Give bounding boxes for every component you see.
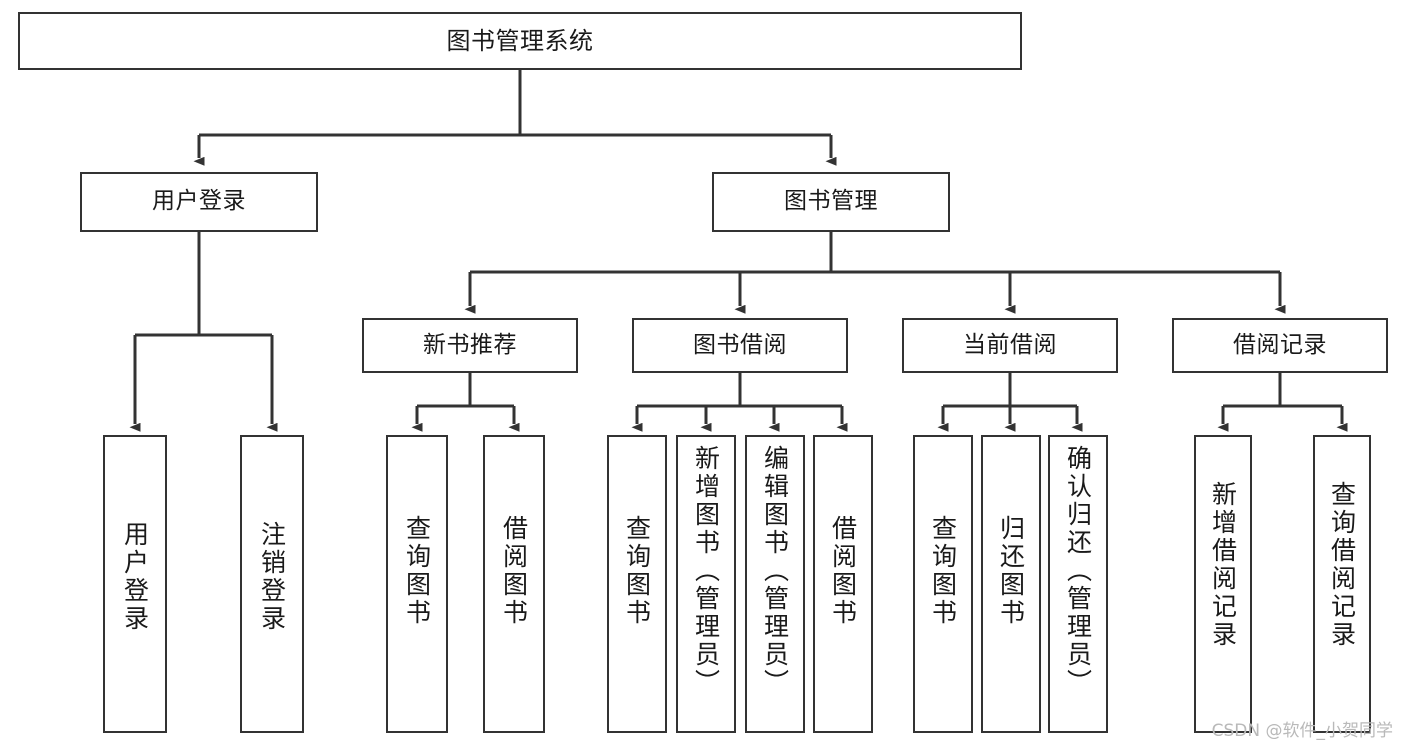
node-label: 用户登录	[152, 188, 246, 215]
node-label: 当前借阅	[963, 331, 1057, 358]
node-leaf-return-book[interactable]: 归还图书	[981, 435, 1041, 733]
node-book-manage[interactable]: 图书管理	[712, 172, 950, 232]
node-leaf-logout[interactable]: 注销登录	[240, 435, 304, 733]
node-label: 注销登录	[257, 521, 287, 633]
node-leaf-confirm-return[interactable]: 确认归还（管理员）	[1048, 435, 1108, 733]
node-leaf-add-record[interactable]: 新增借阅记录	[1194, 435, 1252, 733]
node-borrow-record[interactable]: 借阅记录	[1172, 318, 1388, 373]
node-new-book-recommend[interactable]: 新书推荐	[362, 318, 578, 373]
node-label: 图书管理系统	[446, 26, 594, 55]
node-label: 查询图书	[928, 515, 958, 627]
node-leaf-query-record[interactable]: 查询借阅记录	[1313, 435, 1371, 733]
node-label: 编辑图书（管理员）	[760, 445, 790, 697]
node-label: 借阅记录	[1233, 331, 1327, 358]
node-label: 查询借阅记录	[1327, 481, 1357, 649]
watermark-text: CSDN @软件_小贺同学	[1211, 721, 1393, 741]
node-label: 用户登录	[120, 521, 150, 633]
node-leaf-query-book-2[interactable]: 查询图书	[607, 435, 667, 733]
node-label: 查询图书	[622, 515, 652, 627]
node-leaf-user-login[interactable]: 用户登录	[103, 435, 167, 733]
node-leaf-query-book-1[interactable]: 查询图书	[386, 435, 448, 733]
node-leaf-borrow-book-2[interactable]: 借阅图书	[813, 435, 873, 733]
node-label: 归还图书	[996, 515, 1026, 627]
node-label: 图书管理	[784, 188, 878, 215]
node-user-login[interactable]: 用户登录	[80, 172, 318, 232]
node-label: 确认归还（管理员）	[1063, 445, 1093, 697]
node-label: 借阅图书	[499, 515, 529, 627]
node-label: 借阅图书	[828, 515, 858, 627]
node-label: 新增图书（管理员）	[691, 445, 721, 697]
node-root-book-management-system[interactable]: 图书管理系统	[18, 12, 1022, 70]
node-label: 新书推荐	[423, 331, 517, 358]
node-leaf-add-book[interactable]: 新增图书（管理员）	[676, 435, 736, 733]
node-label: 查询图书	[402, 515, 432, 627]
node-book-borrow[interactable]: 图书借阅	[632, 318, 848, 373]
node-label: 图书借阅	[693, 331, 787, 358]
node-leaf-borrow-book-1[interactable]: 借阅图书	[483, 435, 545, 733]
node-current-borrow[interactable]: 当前借阅	[902, 318, 1118, 373]
node-leaf-query-book-3[interactable]: 查询图书	[913, 435, 973, 733]
node-leaf-edit-book[interactable]: 编辑图书（管理员）	[745, 435, 805, 733]
node-label: 新增借阅记录	[1208, 481, 1238, 649]
